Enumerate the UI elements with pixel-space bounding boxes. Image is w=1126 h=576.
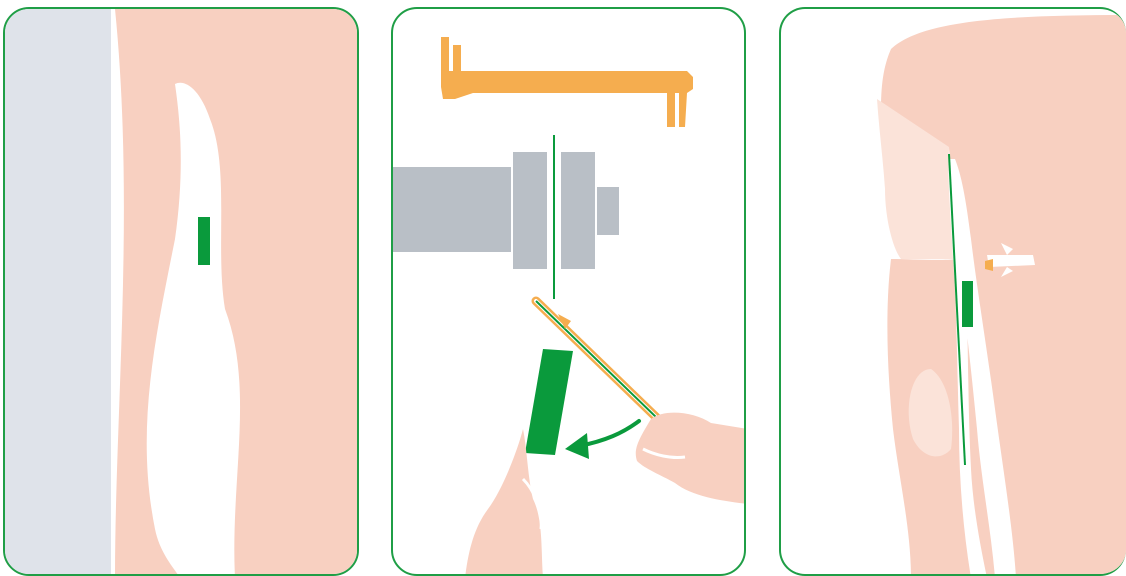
sensor-cylinder: [525, 349, 573, 455]
arm-illustration-3: [781, 9, 1126, 576]
right-hand: [636, 413, 746, 504]
applicator-tool-icon: [441, 37, 693, 127]
curved-arrow-icon: [565, 421, 639, 459]
panel-arm-sensor-site: [3, 7, 359, 576]
applicator-illustration: [393, 9, 746, 576]
panel-applicator-insertion: [391, 7, 746, 576]
sensor-device: [393, 152, 619, 269]
sensor-mark: [962, 281, 973, 327]
wrist-bone: [185, 530, 199, 550]
arm-illustration-1: [5, 9, 359, 576]
background-wall: [5, 9, 111, 576]
panel-sensor-on-upper-arm: [779, 7, 1126, 576]
sensor-mark: [198, 217, 210, 265]
